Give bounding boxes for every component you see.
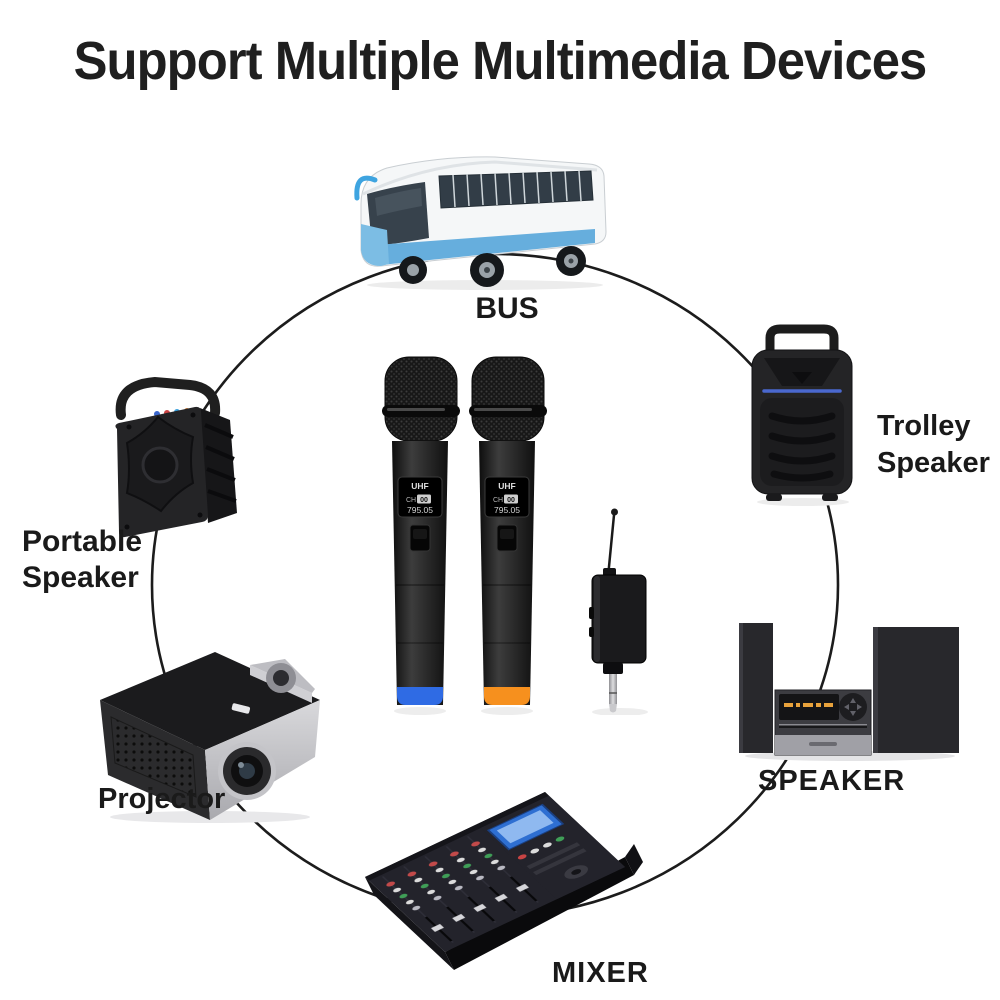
hifi-center-unit	[774, 689, 872, 756]
projector-focus-panel	[250, 659, 315, 703]
receiver-button	[589, 627, 594, 637]
bus-wheels	[399, 246, 586, 287]
portable-speaker-illustration	[115, 376, 237, 538]
hifi-cd-slot	[779, 724, 867, 728]
bus-illustration	[354, 156, 607, 290]
mic-display-frequency: 795.05	[407, 505, 433, 515]
receiver-jack-plug	[603, 663, 623, 713]
projector-lens	[218, 742, 276, 800]
mixer-top-panel	[365, 791, 625, 952]
trolley-speaker-label-line1: Trolley	[877, 410, 971, 442]
projector-label: Projector	[98, 783, 226, 815]
mixer-buttons	[517, 836, 565, 860]
mic-head	[471, 356, 545, 442]
projector-illustration	[100, 652, 320, 823]
receiver-antenna	[606, 514, 616, 578]
hifi-left-speaker	[739, 623, 773, 753]
page-title: Support Multiple Multimedia Devices	[73, 31, 928, 91]
bus-roofline	[362, 160, 598, 196]
mixer-illustration	[365, 791, 643, 970]
trolley-handle	[765, 324, 839, 350]
bus-window-dividers	[452, 170, 582, 208]
mic-display-band: UHF	[411, 481, 428, 491]
hifi-display-segments	[784, 703, 833, 707]
mixer-left-face	[365, 877, 454, 970]
microphone-system-illustration: UHF CH 00 795.05 UHF CH 00	[382, 356, 648, 715]
receiver	[589, 508, 647, 713]
mic-display: UHF CH 00 795.05	[484, 476, 530, 518]
trolley-foot	[766, 494, 782, 501]
bus-side-windows	[438, 170, 594, 209]
mixer-front-face	[445, 857, 634, 970]
bus-front-bumper	[361, 224, 389, 266]
hifi-knob	[839, 693, 867, 721]
projector-grille	[110, 716, 197, 798]
mic-left-accent-ring	[397, 687, 443, 705]
mic-display-channel-value: 00	[507, 497, 515, 504]
hifi-speaker-label: SPEAKER	[758, 765, 906, 797]
trolley-speaker-illustration	[751, 324, 853, 506]
mic-display-band: UHF	[498, 481, 515, 491]
bus-mirror	[354, 175, 378, 201]
mic-right-accent-ring	[484, 687, 530, 705]
mic-display-frequency: 795.05	[494, 505, 520, 515]
microphone-left: UHF CH 00 795.05	[382, 356, 460, 705]
bus-label: BUS	[475, 292, 539, 325]
hifi-right-speaker	[873, 627, 959, 753]
portable-speaker-label-line2: Speaker	[22, 561, 139, 594]
mic-display-channel-prefix: CH	[406, 497, 416, 504]
trolley-foot	[822, 494, 838, 501]
microphone-right: UHF CH 00 795.05	[469, 356, 547, 705]
trolley-speaker-label-line2: Speaker	[877, 447, 990, 479]
mic-display: UHF CH 00 795.05	[397, 476, 443, 518]
receiver-body	[591, 574, 647, 664]
receiver-button	[589, 607, 594, 619]
hifi-speaker-illustration	[739, 623, 959, 761]
portable-driver	[141, 446, 179, 484]
mixer-right-face	[625, 844, 643, 875]
trolley-speaker-label: Trolley Speaker	[877, 408, 990, 482]
mic-head	[384, 356, 458, 442]
trolley-ribs	[768, 412, 836, 482]
mixer-label: MIXER	[552, 957, 649, 989]
mic-display-channel-value: 00	[420, 497, 428, 504]
portable-handle	[115, 376, 221, 420]
portable-speaker-label-line1: Portable	[22, 525, 143, 558]
mixer-channel-strips	[369, 828, 557, 952]
portable-speaker-label: Portable Speaker	[22, 524, 142, 596]
mic-display-channel-prefix: CH	[493, 497, 503, 504]
bus-blue-skirt	[363, 229, 595, 265]
portable-screws	[124, 412, 203, 530]
